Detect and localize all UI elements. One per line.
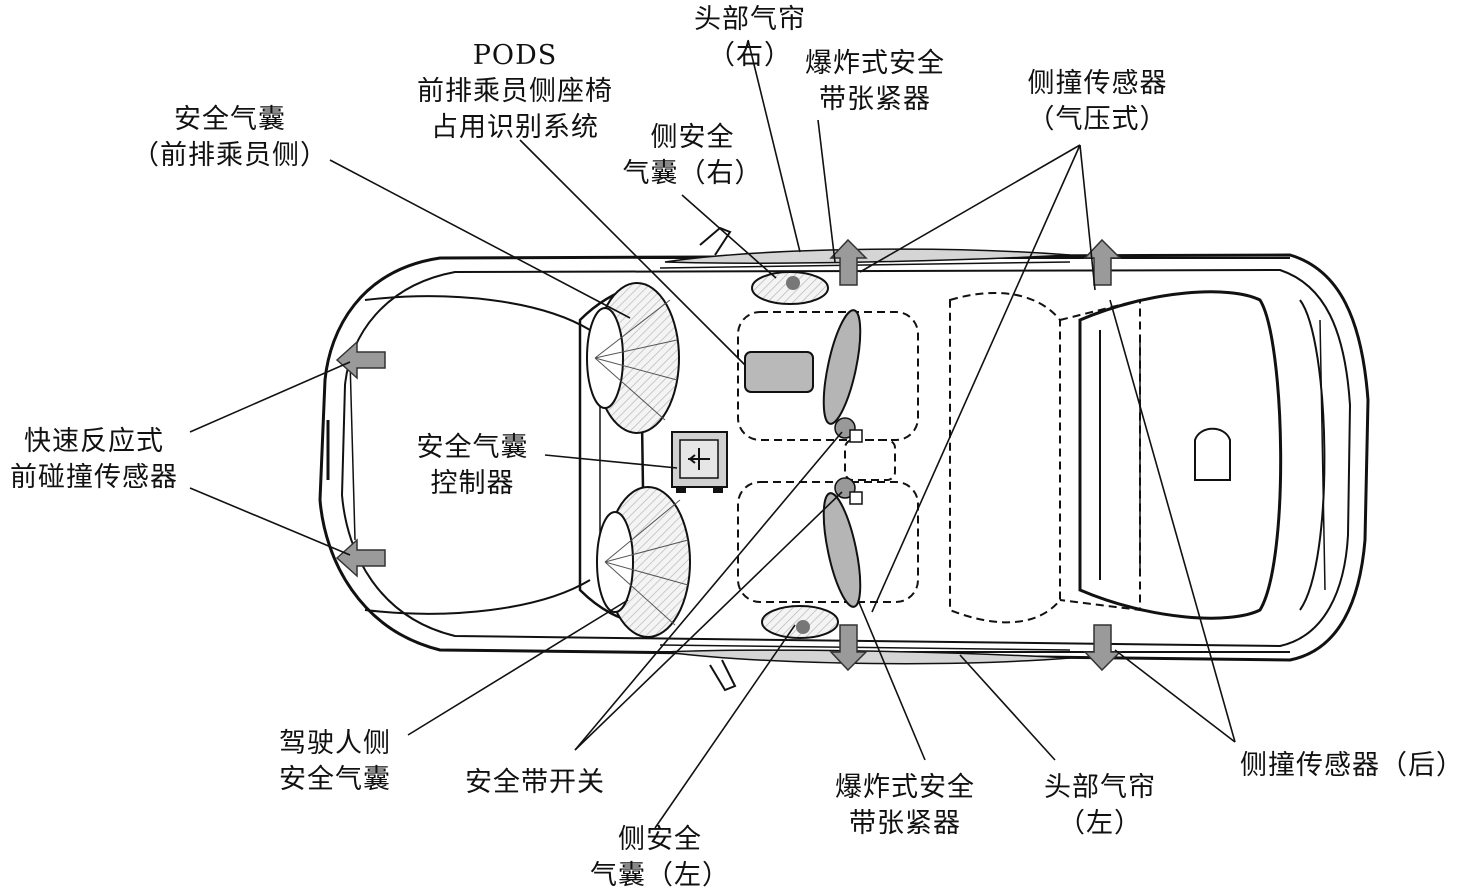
label-pretensioner-left: 爆炸式安全带张紧器 bbox=[835, 772, 975, 839]
label-side-sensor-pressure: 侧撞传感器（气压式） bbox=[1027, 68, 1168, 135]
label-passenger-airbag: 安全气囊（前排乘员侧） bbox=[132, 104, 328, 171]
label-head-curtain-right: 头部气帘（右） bbox=[694, 4, 806, 71]
leader-lines bbox=[189, 39, 1236, 829]
pods-sensor-mat bbox=[744, 351, 814, 393]
label-side-airbag-left: 侧安全气囊（左） bbox=[590, 824, 730, 891]
airbag-controller-unit bbox=[671, 431, 728, 493]
side-airbag-left-shape bbox=[761, 605, 839, 639]
side-sensor-arrow-right-rear bbox=[1083, 238, 1122, 286]
label-head-curtain-left: 头部气帘（左） bbox=[1044, 772, 1156, 839]
side-sensor-arrow-left-rear bbox=[1083, 624, 1122, 672]
side-airbag-right-shape bbox=[751, 271, 829, 305]
label-belt-switch: 安全带开关 bbox=[465, 767, 605, 798]
side-sensor-arrow-left-front bbox=[829, 624, 868, 672]
label-side-sensor-rear: 侧撞传感器（后） bbox=[1240, 750, 1464, 781]
label-airbag-controller: 安全气囊控制器 bbox=[416, 432, 529, 499]
belt-switch-shapes bbox=[834, 417, 863, 505]
label-front-sensor: 快速反应式前碰撞传感器 bbox=[10, 426, 178, 493]
pretensioner-left-shape bbox=[822, 492, 862, 608]
head-curtain-right-shape bbox=[664, 248, 1071, 264]
driver-airbag-shape bbox=[596, 486, 691, 638]
sensor-arrows bbox=[335, 238, 1122, 672]
label-driver-airbag: 驾驶人侧安全气囊 bbox=[279, 728, 391, 795]
label-side-airbag-right: 侧安全气囊（右） bbox=[622, 122, 763, 189]
passenger-airbag-shape bbox=[586, 282, 680, 434]
label-pretensioner-right: 爆炸式安全带张紧器 bbox=[805, 48, 945, 115]
front-sensor-arrow-top bbox=[335, 340, 386, 380]
front-sensor-arrow-bottom bbox=[335, 538, 386, 578]
side-sensor-arrow-right-front bbox=[829, 238, 868, 286]
pretensioner-right-shape bbox=[822, 309, 862, 425]
seat-outlines bbox=[737, 291, 1141, 624]
